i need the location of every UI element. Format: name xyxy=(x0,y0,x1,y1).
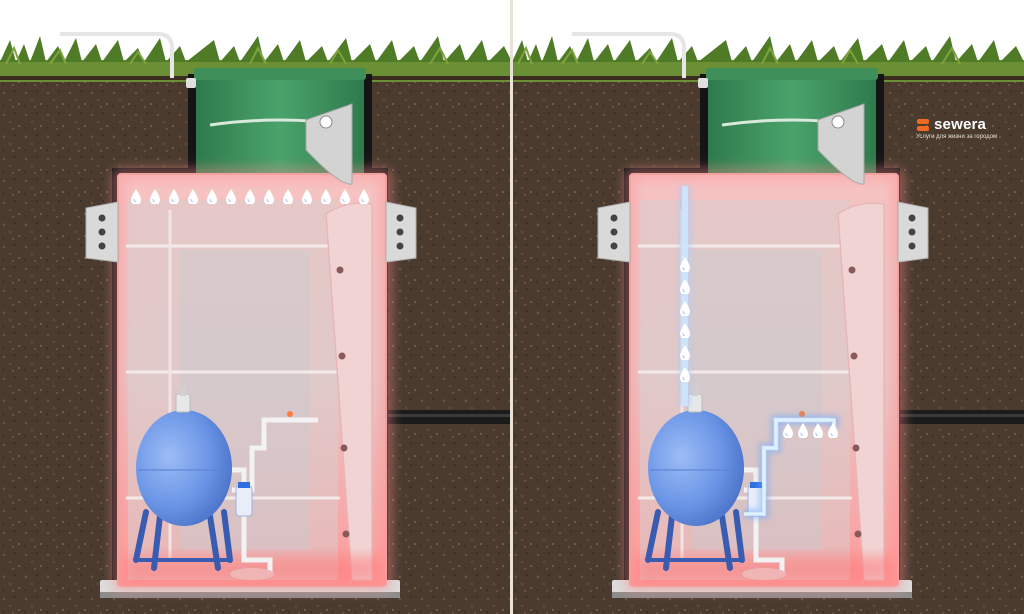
brand-name: sewera xyxy=(934,116,987,133)
glowing-pipe xyxy=(744,415,839,560)
brand: sewera Услуги для жизни за городом xyxy=(916,116,1020,140)
panel-left xyxy=(0,34,512,614)
brand-tagline: Услуги для жизни за городом xyxy=(916,134,998,140)
sewera-logo-icon xyxy=(917,118,929,131)
panel-divider xyxy=(510,0,513,614)
